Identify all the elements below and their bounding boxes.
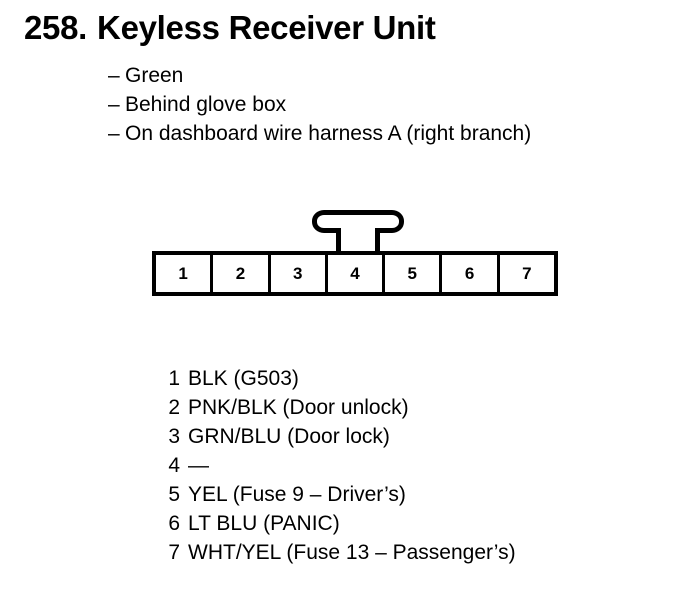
connector-pin-cell: 3	[270, 255, 325, 292]
connector-pin-cell: 7	[499, 255, 554, 292]
pin-description: WHT/YEL (Fuse 13 – Passenger’s)	[188, 541, 516, 564]
pin-description: —	[188, 454, 209, 477]
page-title-number: 258.	[24, 9, 88, 46]
pin-number: 5	[168, 483, 180, 506]
pin-number: 4	[168, 454, 180, 477]
page-title: 258.Keyless Receiver Unit	[24, 9, 436, 47]
note-item: –Behind glove box	[108, 90, 531, 119]
page-title-name: Keyless Receiver Unit	[97, 9, 436, 46]
pin-description: YEL (Fuse 9 – Driver’s)	[188, 483, 406, 506]
pin-assignment-row: 3 GRN/BLU (Door lock)	[163, 422, 516, 451]
pin-number: 2	[168, 396, 180, 419]
note-dash: –	[108, 93, 120, 116]
locking-tab-neck-opening	[341, 226, 375, 236]
pin-description: BLK (G503)	[188, 367, 299, 390]
pin-description: GRN/BLU (Door lock)	[188, 425, 390, 448]
connector-diagram: 1 2 3 4 5 6 7	[152, 210, 562, 302]
pin-assignment-row: 1 BLK (G503)	[163, 364, 516, 393]
note-dash: –	[108, 122, 120, 145]
connector-locking-tab-icon	[312, 210, 404, 254]
pin-number: 3	[168, 425, 180, 448]
connector-pin-cell: 1	[156, 255, 211, 292]
pin-number: 6	[168, 512, 180, 535]
pin-assignment-row: 6 LT BLU (PANIC)	[163, 509, 516, 538]
pin-number: 7	[168, 541, 180, 564]
note-item: –Green	[108, 61, 531, 90]
note-item: –On dashboard wire harness A (right bran…	[108, 119, 531, 148]
pin-assignment-row: 5 YEL (Fuse 9 – Driver’s)	[163, 480, 516, 509]
pin-assignment-row: 7 WHT/YEL (Fuse 13 – Passenger’s)	[163, 538, 516, 567]
pin-description: LT BLU (PANIC)	[188, 512, 340, 535]
pin-assignment-row: 2 PNK/BLK (Door unlock)	[163, 393, 516, 422]
pin-number: 1	[168, 367, 180, 390]
connector-pin-cell: 5	[385, 255, 440, 292]
note-text: On dashboard wire harness A (right branc…	[125, 122, 532, 145]
connector-pin-cell: 2	[213, 255, 268, 292]
pin-assignment-row: 4—	[163, 451, 516, 480]
pin-description: PNK/BLK (Door unlock)	[188, 396, 409, 419]
note-text: Behind glove box	[125, 93, 287, 116]
connector-body: 1 2 3 4 5 6 7	[152, 251, 558, 296]
note-text: Green	[125, 64, 184, 87]
connector-pin-cell: 4	[327, 255, 383, 292]
note-dash: –	[108, 64, 120, 87]
pin-assignment-list: 1 BLK (G503) 2 PNK/BLK (Door unlock) 3 GRN/…	[163, 364, 516, 567]
notes-list: –Green –Behind glove box –On dashboard w…	[108, 61, 531, 148]
connector-pin-cell: 6	[442, 255, 497, 292]
